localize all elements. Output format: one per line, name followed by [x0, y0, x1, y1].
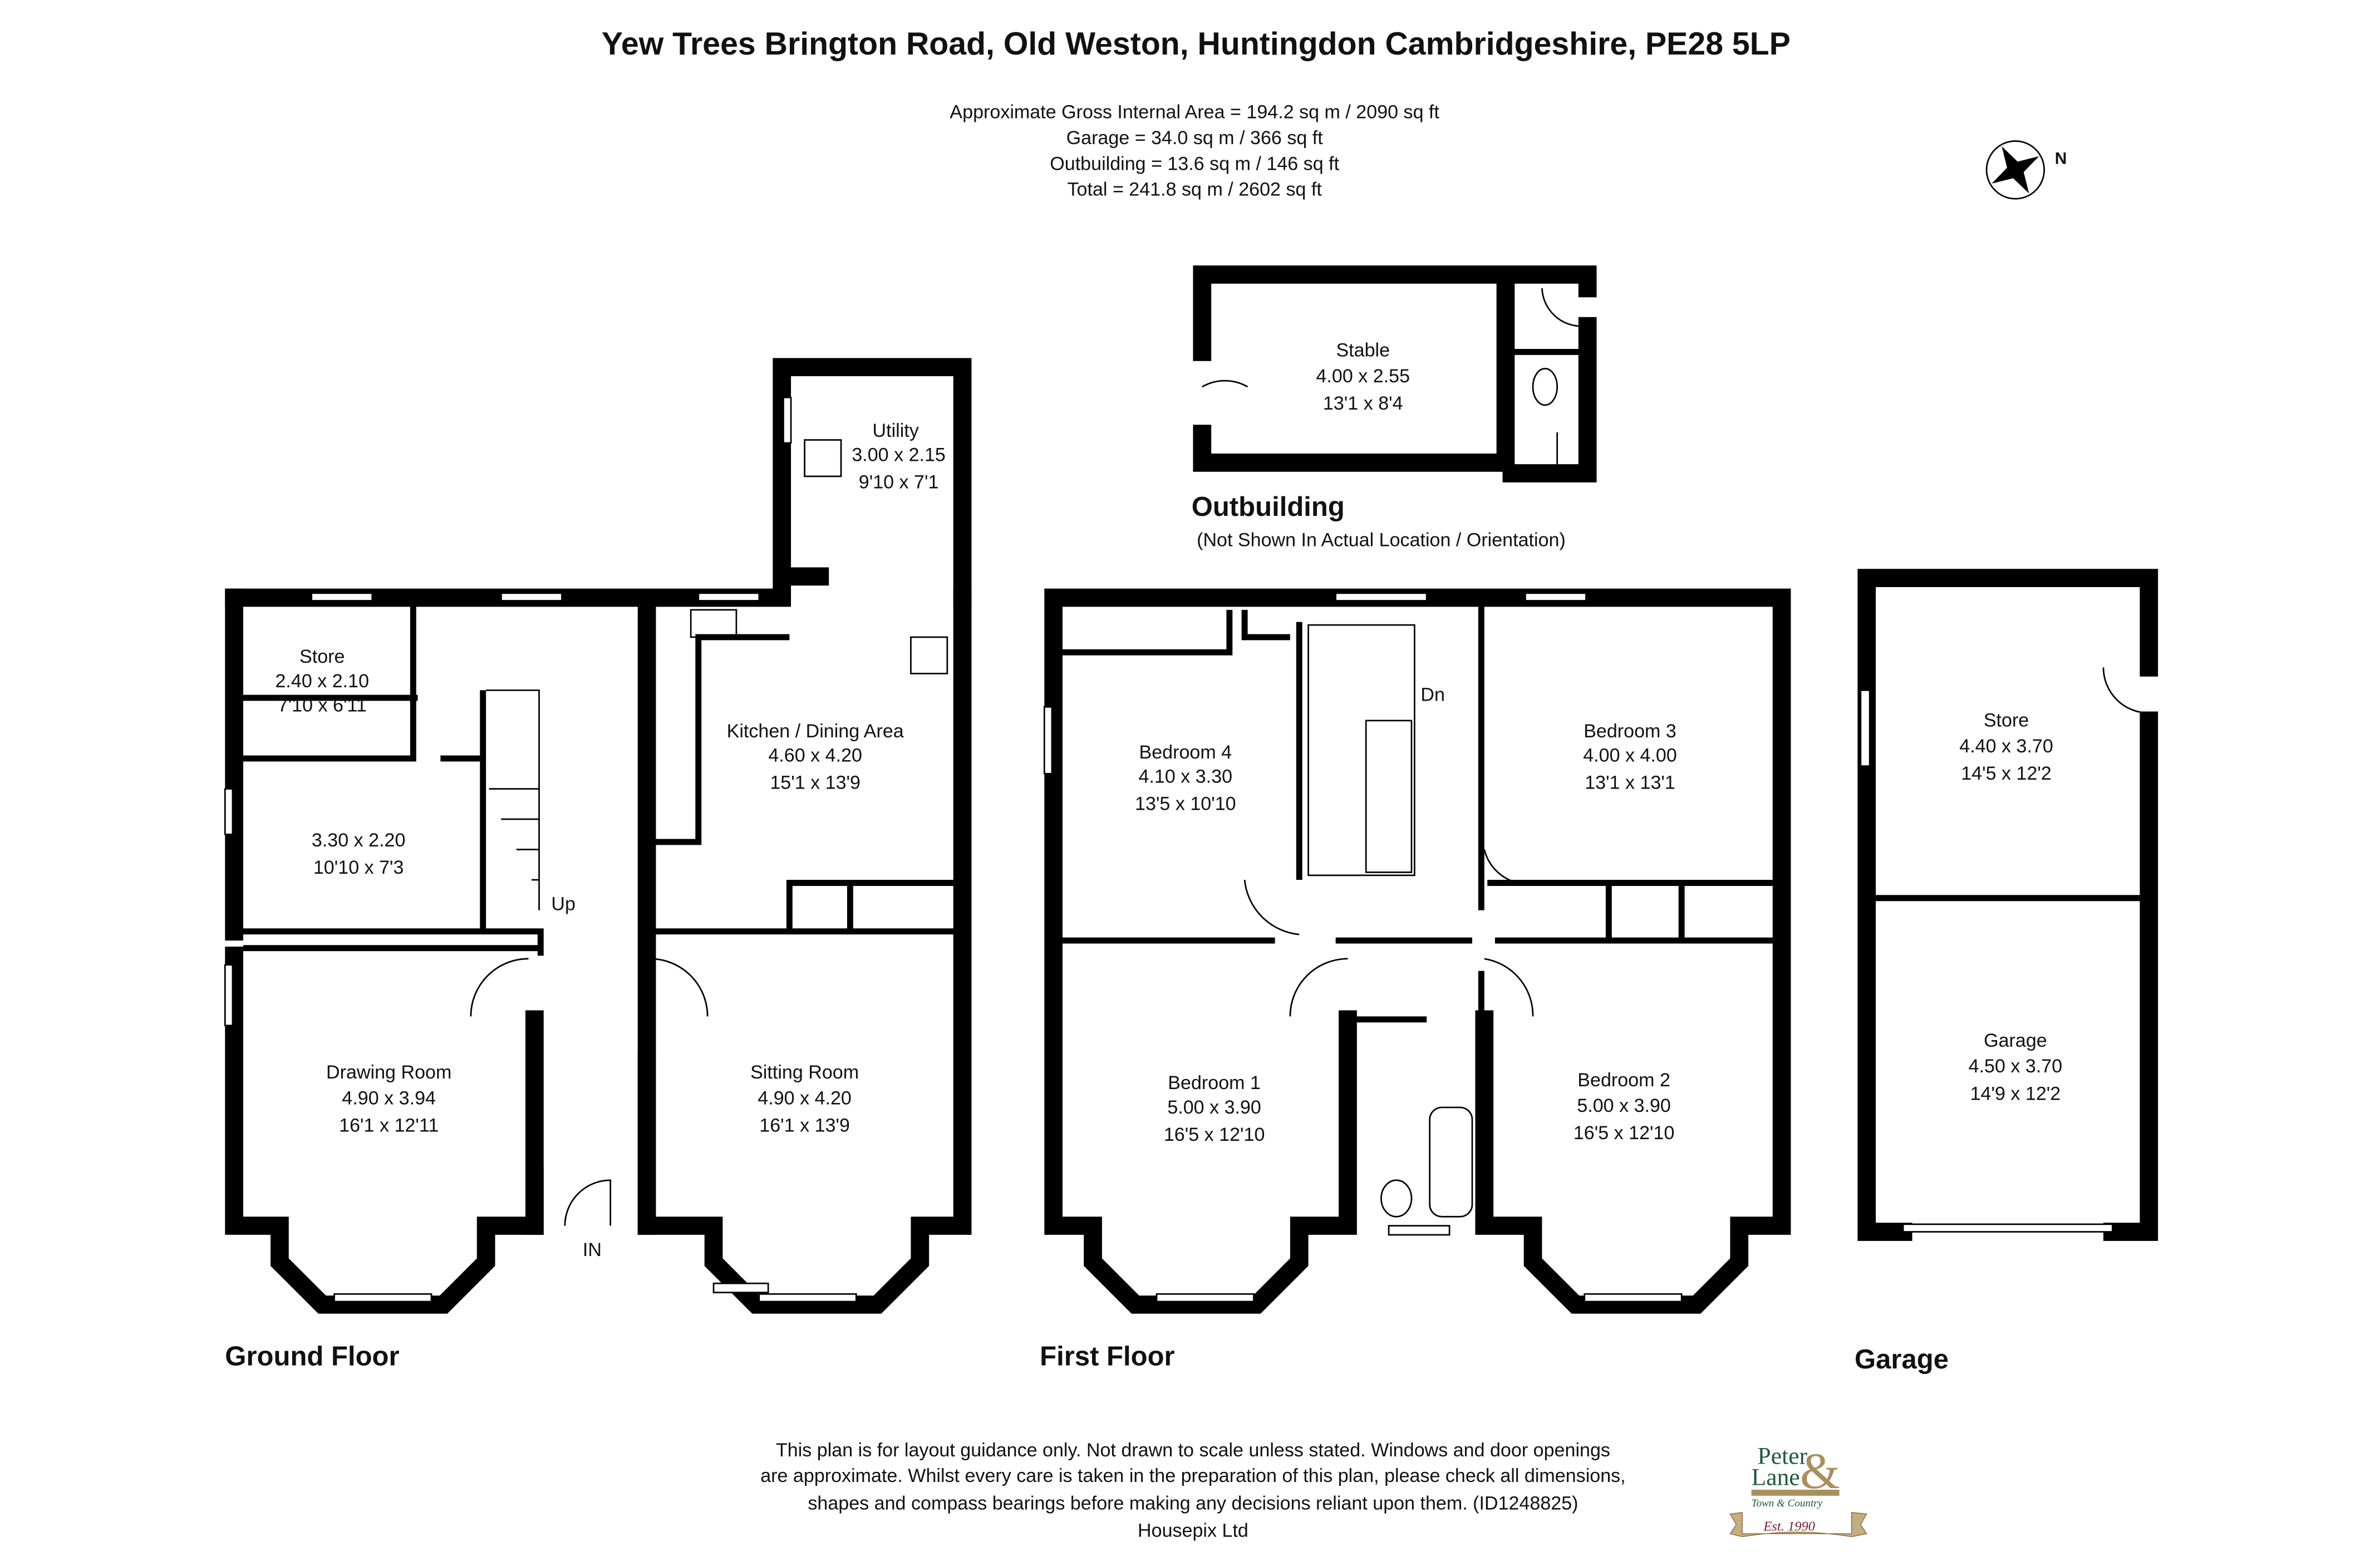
- room-garage-store-metric: 4.40 x 3.70: [1959, 736, 2053, 757]
- room-bedroom4-name: Bedroom 4: [1139, 742, 1232, 763]
- svg-text:Lane: Lane: [1752, 1464, 1800, 1491]
- outbuilding-plan: Stable 4.00 x 2.55 13'1 x 8'4 Outbuildin…: [1192, 265, 1597, 550]
- room-bedroom1-metric: 5.00 x 3.90: [1167, 1097, 1261, 1118]
- room-sitting-imperial: 16'1 x 13'9: [759, 1115, 850, 1136]
- room-bedroom2-name: Bedroom 2: [1577, 1070, 1670, 1091]
- disclaimer-line: This plan is for layout guidance only. N…: [776, 1440, 1610, 1461]
- garage-label: Garage: [1855, 1345, 1949, 1375]
- property-title: Yew Trees Brington Road, Old Weston, Hun…: [602, 26, 1791, 62]
- stairs-down-label: Dn: [1420, 684, 1445, 705]
- room-unnamed-imperial: 10'10 x 7'3: [313, 857, 404, 878]
- room-garage-store-imperial: 14'5 x 12'2: [1961, 763, 2052, 784]
- garage-plan: Store 4.40 x 3.70 14'5 x 12'2 Garage 4.5…: [1855, 569, 2158, 1375]
- room-bedroom2-imperial: 16'5 x 12'10: [1573, 1122, 1675, 1144]
- room-kitchen-imperial: 15'1 x 13'9: [770, 772, 860, 793]
- room-sitting-metric: 4.90 x 4.20: [758, 1087, 852, 1109]
- room-drawing-metric: 4.90 x 3.94: [342, 1087, 436, 1109]
- room-bedroom4-imperial: 13'5 x 10'10: [1135, 794, 1236, 815]
- room-sitting-name: Sitting Room: [750, 1062, 859, 1083]
- svg-text:Town & Country: Town & Country: [1752, 1498, 1823, 1509]
- room-bedroom1-name: Bedroom 1: [1168, 1072, 1261, 1094]
- room-kitchen-metric: 4.60 x 4.20: [768, 745, 862, 766]
- stairs-up-label: Up: [551, 894, 576, 915]
- room-store-metric: 2.40 x 2.10: [275, 671, 369, 692]
- room-store-name: Store: [299, 646, 345, 667]
- disclaimer-credit: Housepix Ltd: [1138, 1520, 1248, 1541]
- outbuilding-label: Outbuilding: [1192, 492, 1345, 522]
- area-outbuilding: Outbuilding = 13.6 sq m / 146 sq ft: [1050, 153, 1339, 174]
- area-total: Total = 241.8 sq m / 2602 sq ft: [1068, 179, 1322, 200]
- outbuilding-note: (Not Shown In Actual Location / Orientat…: [1197, 529, 1566, 550]
- first-floor-plan: Dn Bedroom 4 4.10 x 3.30 13'5 x 10'10 Be…: [1040, 588, 1791, 1371]
- room-bedroom3-metric: 4.00 x 4.00: [1583, 745, 1677, 766]
- first-floor-label: First Floor: [1040, 1341, 1175, 1371]
- room-drawing-name: Drawing Room: [326, 1062, 451, 1083]
- disclaimer-line: shapes and compass bearings before makin…: [808, 1493, 1578, 1514]
- room-stable-name: Stable: [1336, 340, 1390, 361]
- area-gross: Approximate Gross Internal Area = 194.2 …: [950, 102, 1439, 123]
- room-garage-imperial: 14'9 x 12'2: [1970, 1083, 2061, 1104]
- room-stable-imperial: 13'1 x 8'4: [1323, 393, 1403, 414]
- room-utility-metric: 3.00 x 2.15: [852, 445, 946, 466]
- svg-text:Est. 1990: Est. 1990: [1763, 1519, 1815, 1534]
- room-utility-imperial: 9'10 x 7'1: [859, 472, 939, 493]
- room-store-imperial: 7'10 x 6'11: [278, 695, 367, 716]
- compass-rose-icon: N: [1985, 140, 2067, 200]
- ground-floor-label: Ground Floor: [225, 1341, 399, 1371]
- room-drawing-imperial: 16'1 x 12'11: [339, 1115, 439, 1136]
- agent-logo: Peter Lane & Town & Country Est. 1990: [1729, 1442, 1867, 1538]
- room-garage-store-name: Store: [1984, 710, 2029, 731]
- room-stable-metric: 4.00 x 2.55: [1316, 366, 1410, 387]
- room-garage-metric: 4.50 x 3.70: [1969, 1056, 2063, 1077]
- room-bedroom3-imperial: 13'1 x 13'1: [1585, 772, 1675, 793]
- room-garage-name: Garage: [1984, 1030, 2047, 1051]
- svg-text:Peter: Peter: [1758, 1443, 1808, 1470]
- room-bedroom4-metric: 4.10 x 3.30: [1139, 766, 1233, 787]
- room-bedroom2-metric: 5.00 x 3.90: [1577, 1095, 1671, 1116]
- area-garage: Garage = 34.0 sq m / 366 sq ft: [1066, 127, 1324, 149]
- area-summary: Approximate Gross Internal Area = 194.2 …: [950, 102, 1439, 200]
- disclaimer-line: are approximate. Whilst every care is ta…: [760, 1465, 1625, 1486]
- room-bedroom3-name: Bedroom 3: [1584, 721, 1676, 742]
- room-kitchen-name: Kitchen / Dining Area: [727, 721, 904, 742]
- entrance-label: IN: [583, 1239, 602, 1260]
- room-bedroom1-imperial: 16'5 x 12'10: [1164, 1124, 1265, 1145]
- room-unnamed-metric: 3.30 x 2.20: [312, 830, 406, 851]
- room-utility-name: Utility: [873, 420, 919, 441]
- ground-floor-plan: Store 2.40 x 2.10 7'10 x 6'11 3.30 x 2.2…: [224, 358, 972, 1371]
- compass-north-label: N: [2055, 149, 2067, 168]
- disclaimer: This plan is for layout guidance only. N…: [760, 1440, 1625, 1541]
